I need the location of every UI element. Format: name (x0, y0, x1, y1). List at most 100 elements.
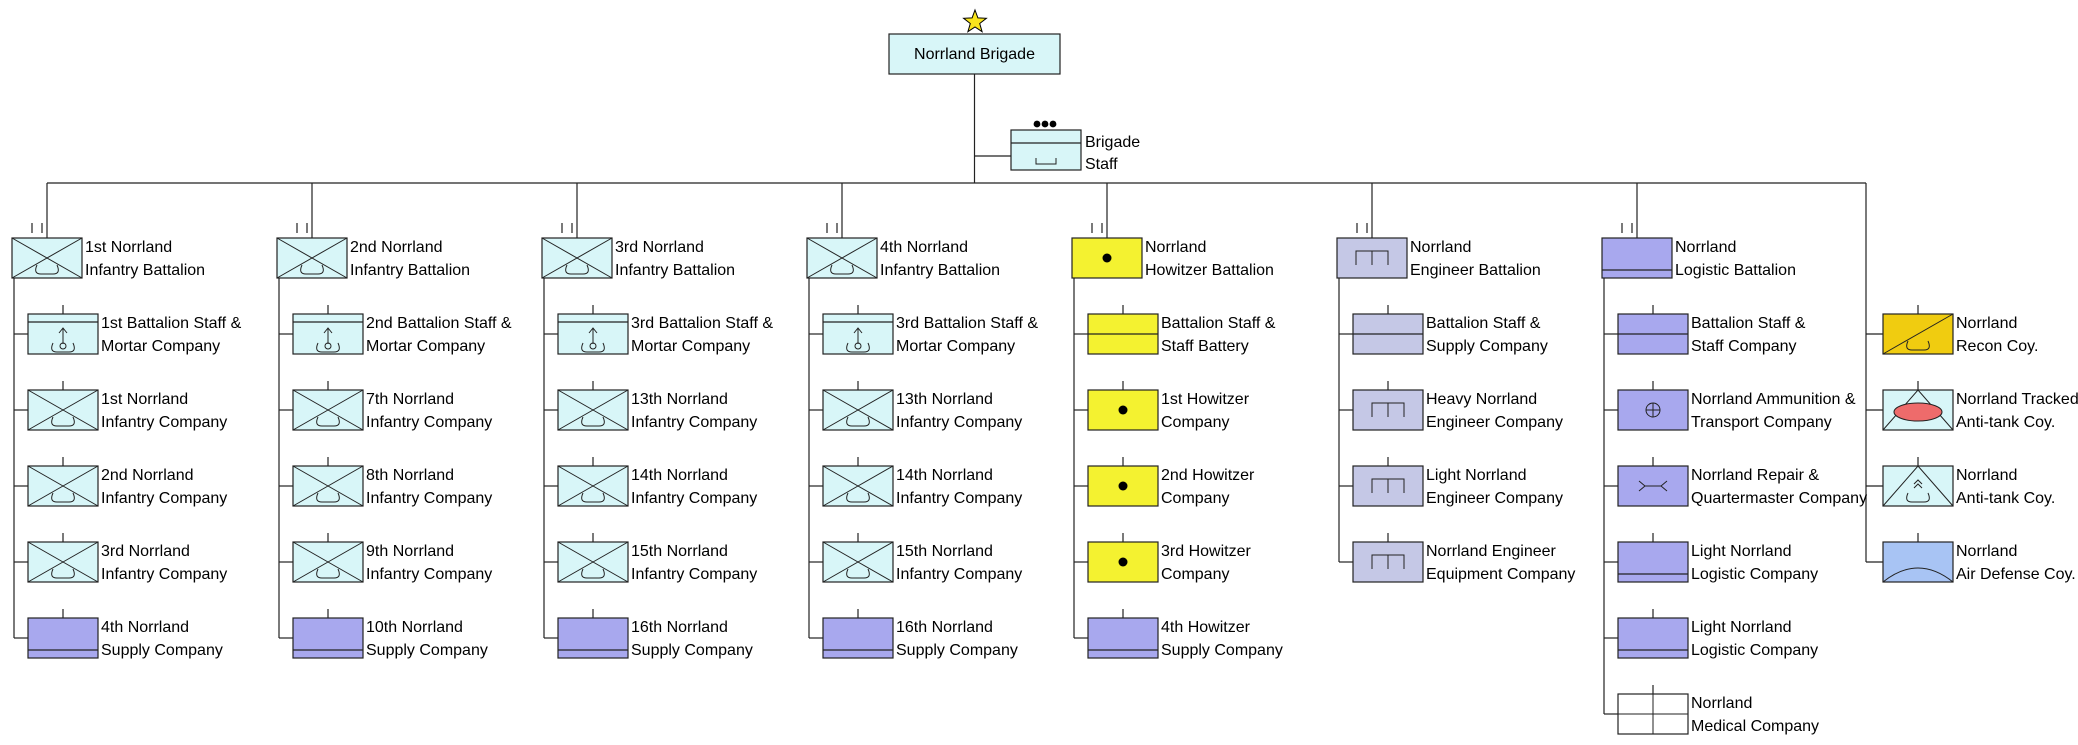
unit-label: 7th Norrland (366, 391, 454, 408)
unit-label: Quartermaster Company (1691, 490, 1867, 507)
unit-label: Norrland (1691, 695, 1752, 712)
company-node[interactable]: Norrland Ammunition &Transport Company (1617, 381, 1856, 431)
track-icon (846, 342, 870, 353)
unit-label: Mortar Company (366, 338, 485, 355)
track-icon (565, 264, 589, 275)
track-icon (581, 492, 605, 503)
supply-symbol (1087, 617, 1159, 659)
unit-label: Engineer Company (1426, 414, 1563, 431)
unit-label: Infantry Company (366, 414, 492, 431)
unit-label: 3rd Howitzer (1161, 543, 1251, 560)
unit-label: 3rd Battalion Staff & (896, 315, 1038, 332)
track-icon (51, 416, 75, 427)
brigade-title: Norrland Brigade (914, 46, 1035, 63)
infantry-cross-icon (541, 237, 613, 279)
brigade-node[interactable]: Norrland Brigade (888, 8, 1061, 75)
unit-label: Company (1161, 566, 1229, 583)
unit-label: 2nd Norrland (101, 467, 194, 484)
unit-label: Supply Company (631, 642, 753, 659)
engineer-bridge-icon (1355, 250, 1389, 265)
unit-label: Light Norrland (1426, 467, 1527, 484)
unit-label: Infantry Company (366, 490, 492, 507)
mortar-base-icon (324, 342, 332, 350)
unit-label: Norrland (1675, 239, 1736, 256)
track-icon (51, 492, 75, 503)
unit-label: Supply Company (1161, 642, 1283, 659)
company-node[interactable]: Battalion Staff &Supply Company (1352, 305, 1548, 355)
unit-label: 14th Norrland (896, 467, 993, 484)
company-node[interactable]: 2nd Battalion Staff &Mortar Company (292, 305, 512, 355)
company-node[interactable]: Norrland Repair &Quartermaster Company (1617, 457, 1867, 507)
track-icon (1906, 340, 1930, 351)
unit-label: 16th Norrland (631, 619, 728, 636)
unit-label: 3rd Norrland (101, 543, 190, 560)
staff-echelon-dot (1049, 120, 1057, 128)
company-node[interactable]: 3rd Battalion Staff &Mortar Company (557, 305, 773, 355)
infantry-cross-icon (557, 541, 629, 583)
unit-label: 2nd Norrland (350, 239, 443, 256)
unit-label: 16th Norrland (896, 619, 993, 636)
unit-label: 14th Norrland (631, 467, 728, 484)
unit-label: Norrland Ammunition & (1691, 391, 1856, 408)
unit-label: Supply Company (1426, 338, 1548, 355)
brigade-staff-node[interactable]: Brigade Staff (1010, 120, 1140, 174)
unit-label: Air Defense Coy. (1956, 566, 2076, 583)
mortar-arrow-icon (58, 327, 68, 334)
unit-label: Equipment Company (1426, 566, 1575, 583)
unit-label: 1st Battalion Staff & (101, 315, 242, 332)
company-node[interactable]: Battalion Staff &Staff Company (1617, 305, 1806, 355)
unit-label: Infantry Company (101, 566, 227, 583)
company-node[interactable]: Battalion Staff &Staff Battery (1087, 305, 1276, 355)
track-icon (300, 264, 324, 275)
track-icon (846, 416, 870, 427)
unit-label: Logistic Company (1691, 566, 1818, 583)
unit-label: Medical Company (1691, 718, 1819, 735)
unit-label: Staff Battery (1161, 338, 1249, 355)
howitzer-dot-icon (1118, 405, 1128, 415)
company-node[interactable]: 3rd Battalion Staff &Mortar Company (822, 305, 1038, 355)
unit-label: Supply Company (101, 642, 223, 659)
mortar-base-icon (59, 342, 67, 350)
company-node[interactable]: 1st Battalion Staff &Mortar Company (27, 305, 242, 355)
unit-label: Norrland (1410, 239, 1471, 256)
unit-label: Infantry Battalion (615, 262, 735, 279)
track-icon (846, 492, 870, 503)
